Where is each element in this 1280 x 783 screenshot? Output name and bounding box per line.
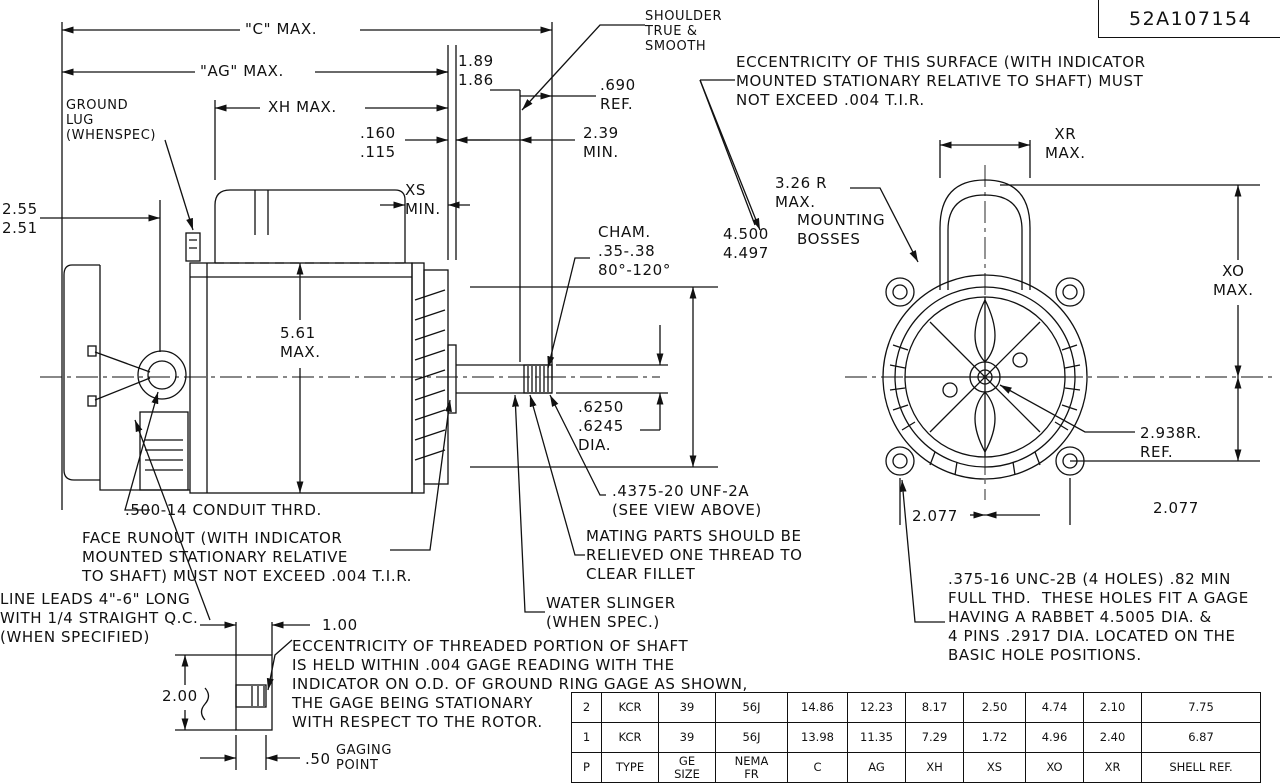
dimension-lines	[40, 22, 760, 621]
dim-50-label: .50	[305, 750, 331, 768]
table-header-row: P TYPE GE SIZE NEMA FR C AG XH XS XO XR …	[571, 752, 1261, 783]
table-header: C	[787, 752, 848, 783]
table-header: NEMA FR	[715, 752, 788, 783]
table-cell: 4.96	[1025, 722, 1084, 753]
table-cell: 6.87	[1141, 722, 1261, 753]
motor-end-view	[850, 140, 1260, 623]
dim-2-55-label: 2.55 2.51	[2, 200, 38, 237]
xh-max-label: XH MAX.	[268, 98, 337, 116]
table-header: P	[571, 752, 602, 783]
dim-4-500-label: 4.500 4.497	[723, 225, 769, 262]
water-slinger-label: WATER SLINGER (WHEN SPEC.)	[546, 594, 676, 631]
line-leads-note: LINE LEADS 4"-6" LONG WITH 1/4 STRAIGHT …	[0, 590, 199, 646]
conduit-label: .500-14 CONDUIT THRD.	[125, 501, 322, 519]
dim-5-61-label: 5.61 MAX.	[280, 324, 321, 361]
dim-3-26-label: 3.26 R MAX.	[775, 174, 828, 211]
table-cell: 39	[658, 722, 716, 753]
table-cell: 7.29	[905, 722, 964, 753]
eccentricity-surface-note: ECCENTRICITY OF THIS SURFACE (WITH INDIC…	[736, 53, 1146, 109]
mounting-bosses-label: MOUNTING BOSSES	[797, 211, 886, 248]
face-runout-note: FACE RUNOUT (WITH INDICATOR MOUNTED STAT…	[82, 529, 413, 585]
table-cell: 56J	[715, 692, 788, 723]
dim-2-938-label: 2.938R. REF.	[1140, 424, 1202, 461]
dim-160-label: .160 .115	[360, 124, 396, 161]
spec-table: 2 KCR 39 56J 14.86 12.23 8.17 2.50 4.74 …	[571, 692, 1261, 783]
table-cell: 4.74	[1025, 692, 1084, 723]
table-header: TYPE	[601, 752, 659, 783]
table-cell: KCR	[601, 692, 659, 723]
xo-max-label: XO MAX.	[1213, 262, 1254, 299]
chamfer-label: CHAM. .35-.38 80°-120°	[598, 223, 671, 279]
table-cell: 2	[571, 692, 602, 723]
table-cell: 12.23	[847, 692, 906, 723]
table-cell: 2.10	[1083, 692, 1142, 723]
ground-lug-label: GROUND LUG (WHENSPEC)	[66, 98, 157, 143]
holes-note: .375-16 UNC-2B (4 HOLES) .82 MIN FULL TH…	[948, 570, 1249, 664]
ag-max-label: "AG" MAX.	[200, 62, 284, 80]
table-header: GE SIZE	[658, 752, 716, 783]
xr-max-label: XR MAX.	[1045, 125, 1086, 162]
table-cell: 2.40	[1083, 722, 1142, 753]
dim-2-39-label: 2.39 MIN.	[583, 124, 619, 161]
dim-690-label: .690 REF.	[600, 76, 636, 113]
table-cell: 2.50	[963, 692, 1026, 723]
dim-2-00-label: 2.00	[162, 687, 198, 705]
table-row: 2 KCR 39 56J 14.86 12.23 8.17 2.50 4.74 …	[571, 692, 1261, 723]
table-cell: 1.72	[963, 722, 1026, 753]
dim-2-077-right-label: 2.077	[1153, 499, 1199, 517]
table-cell: 13.98	[787, 722, 848, 753]
c-max-label: "C" MAX.	[245, 20, 318, 38]
dim-1-00-label: 1.00	[322, 616, 358, 634]
table-cell: 14.86	[787, 692, 848, 723]
table-cell: KCR	[601, 722, 659, 753]
table-cell: 39	[658, 692, 716, 723]
table-cell: 7.75	[1141, 692, 1261, 723]
table-header: XH	[905, 752, 964, 783]
table-header: XO	[1025, 752, 1084, 783]
mating-parts-note: MATING PARTS SHOULD BE RELIEVED ONE THRE…	[586, 527, 803, 583]
table-header: AG	[847, 752, 906, 783]
gaging-point-label: GAGING POINT	[336, 743, 393, 773]
table-header: XR	[1083, 752, 1142, 783]
table-header: SHELL REF.	[1141, 752, 1261, 783]
thread-label: .4375-20 UNF-2A (SEE VIEW ABOVE)	[612, 482, 762, 519]
table-cell: 1	[571, 722, 602, 753]
table-cell: 11.35	[847, 722, 906, 753]
table-row: 1 KCR 39 56J 13.98 11.35 7.29 1.72 4.96 …	[571, 722, 1261, 753]
drawing-number: 52A107154	[1098, 0, 1280, 38]
xs-min-label: XS MIN.	[405, 181, 441, 218]
table-cell: 56J	[715, 722, 788, 753]
shoulder-label: SHOULDER TRUE & SMOOTH	[645, 9, 723, 54]
dim-6250-label: .6250 .6245 DIA.	[578, 398, 624, 454]
table-cell: 8.17	[905, 692, 964, 723]
dim-2-077-left-label: 2.077	[912, 507, 958, 525]
eccentricity-thread-note: ECCENTRICITY OF THREADED PORTION OF SHAF…	[292, 637, 748, 731]
table-header: XS	[963, 752, 1026, 783]
dim-1-89-label: 1.89 1.86	[458, 52, 494, 89]
gage-detail	[175, 621, 310, 770]
